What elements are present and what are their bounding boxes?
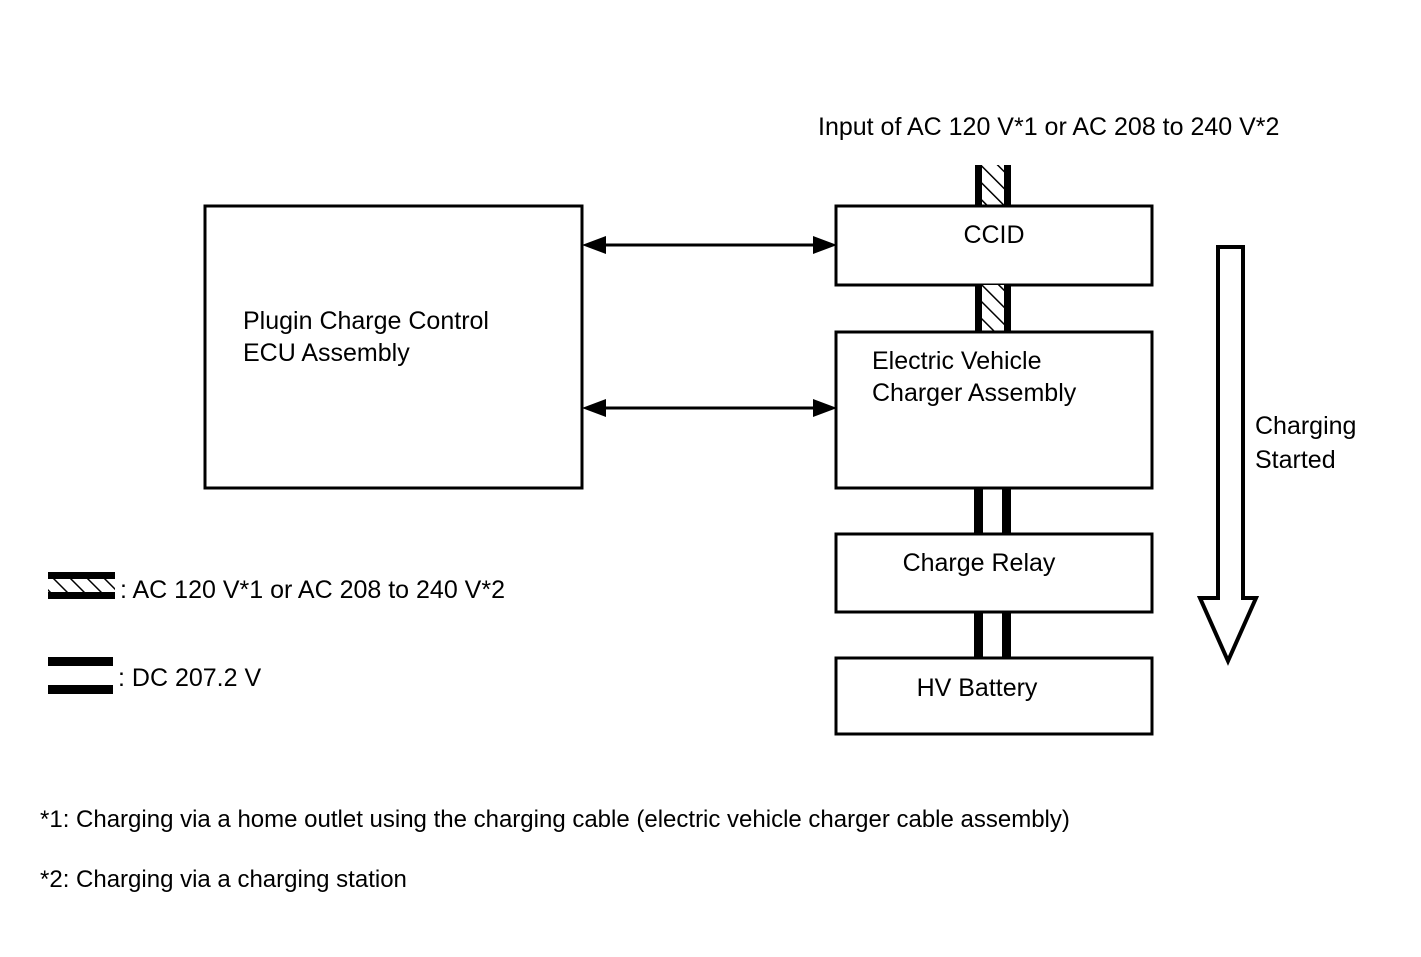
ac-inlet-connector	[975, 165, 1011, 207]
legend-label-ac: : AC 120 V*1 or AC 208 to 240 V*2	[120, 576, 505, 604]
charging-started-flow-arrow: Charging Started	[1196, 245, 1356, 666]
box-charge-relay[interactable]: Charge Relay	[834, 532, 1154, 614]
diagram-title: Input of AC 120 V*1 or AC 208 to 240 V*2	[818, 113, 1279, 141]
box-ecu-label-line1: Plugin Charge Control	[243, 307, 489, 335]
legend-item-ac: : AC 120 V*1 or AC 208 to 240 V*2	[48, 572, 505, 604]
ac-connector-ccid-to-charger	[975, 285, 1011, 332]
box-charger-label-line2: Charger Assembly	[872, 379, 1077, 407]
box-charger-label-line1: Electric Vehicle	[872, 347, 1042, 375]
footnote-1: *1: Charging via a home outlet using the…	[40, 806, 1070, 833]
box-ccid-label: CCID	[963, 221, 1024, 249]
box-ecu-label-line2: ECU Assembly	[243, 339, 410, 367]
dc-connector-charger-to-relay	[974, 488, 1011, 534]
legend-swatch-ac-hatched-band	[48, 572, 115, 599]
box-ccid[interactable]: CCID	[834, 204, 1154, 287]
arrow-ecu-to-ccid	[582, 236, 837, 254]
legend-label-dc: : DC 207.2 V	[118, 664, 261, 692]
charging-started-label-line2: Started	[1255, 446, 1336, 474]
footnote-2: *2: Charging via a charging station	[40, 866, 407, 893]
legend-swatch-dc-double-bar	[48, 657, 113, 694]
arrow-ecu-to-charger	[582, 399, 837, 417]
box-charge-relay-label: Charge Relay	[903, 549, 1056, 577]
legend-item-dc: : DC 207.2 V	[48, 657, 261, 694]
dc-connector-relay-to-battery	[974, 612, 1011, 658]
box-hv-battery[interactable]: HV Battery	[834, 656, 1154, 736]
charging-started-label-line1: Charging	[1255, 412, 1356, 440]
box-hv-battery-label: HV Battery	[917, 674, 1038, 702]
box-electric-vehicle-charger-assembly[interactable]: Electric Vehicle Charger Assembly	[834, 330, 1154, 490]
box-plugin-charge-control-ecu[interactable]: Plugin Charge Control ECU Assembly	[203, 204, 584, 490]
